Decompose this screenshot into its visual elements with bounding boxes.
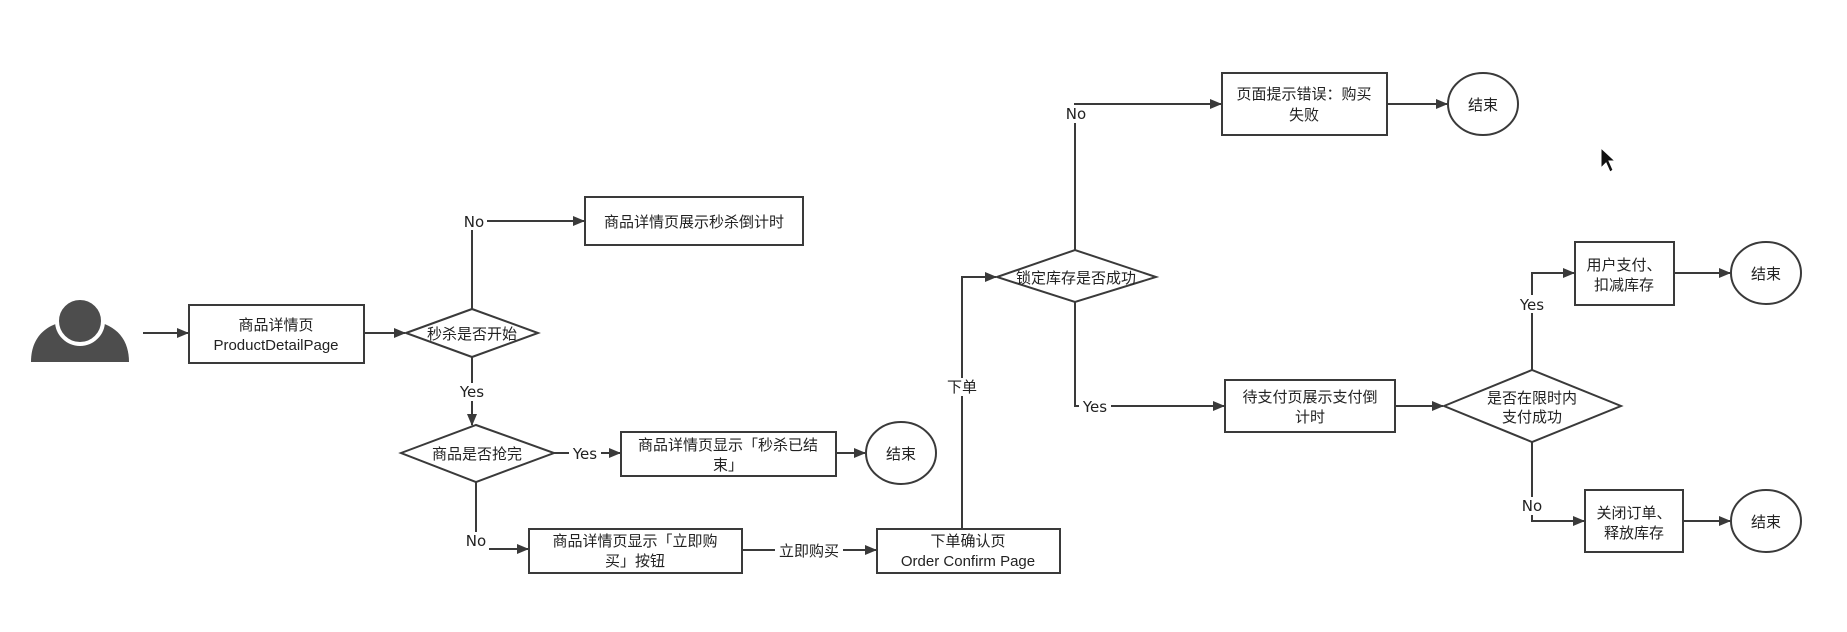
node-product-detail: 商品详情页 ProductDetailPage [188, 304, 365, 364]
node-product-detail-line1: 商品详情页 [238, 316, 313, 334]
mouse-cursor-icon [1600, 146, 1617, 173]
node-end-2-text: 结束 [1468, 96, 1498, 114]
decision-seckill-started-text: 秒杀是否开始 [427, 325, 517, 343]
decision-sold-out: 商品是否抢完 [398, 423, 557, 484]
node-close-order-line1: 关闭订单、 [1596, 504, 1671, 522]
node-end-2: 结束 [1447, 72, 1519, 136]
node-show-buy-button-line2: 买」按钮 [605, 552, 665, 570]
edge-place-order [961, 272, 997, 529]
node-end-4: 结束 [1730, 489, 1802, 553]
node-pending-payment: 待支付页展示支付倒 计时 [1224, 379, 1396, 433]
node-user-pays: 用户支付、 扣减库存 [1574, 241, 1675, 306]
node-pending-payment-line1: 待支付页展示支付倒 [1242, 388, 1377, 406]
node-error-page-line1: 页面提示错误：购买 [1236, 85, 1371, 103]
node-show-ended: 商品详情页显示「秒杀已结 束」 [620, 431, 837, 477]
node-show-countdown-text: 商品详情页展示秒杀倒计时 [604, 213, 784, 231]
node-end-1-text: 结束 [886, 445, 916, 463]
decision-lock-stock: 锁定库存是否成功 [993, 248, 1160, 304]
edge-label-lock-no: No [1066, 105, 1086, 123]
edge-label-started-no: No [464, 213, 484, 231]
edge-label-lock-yes: Yes [1082, 398, 1107, 416]
edges [143, 99, 1731, 555]
edge-started-no [471, 216, 585, 309]
decision-sold-out-text: 商品是否抢完 [432, 445, 522, 463]
node-show-ended-line2: 束」 [713, 456, 743, 474]
edge-label-paid-yes: Yes [1519, 296, 1544, 314]
user-icon [31, 296, 129, 362]
node-pending-payment-line2: 计时 [1295, 408, 1325, 426]
node-end-4-text: 结束 [1751, 513, 1781, 531]
node-show-ended-line1: 商品详情页显示「秒杀已结 [638, 436, 818, 454]
node-order-confirm: 下单确认页 Order Confirm Page [876, 528, 1061, 574]
node-end-3: 结束 [1730, 241, 1802, 305]
edge-label-place-order: 下单 [947, 378, 977, 396]
node-user-pays-line1: 用户支付、 [1586, 256, 1661, 274]
edge-labels: No Yes Yes No 立即购买 下单 No Yes Yes No [456, 105, 1548, 560]
decision-lock-stock-text: 锁定库存是否成功 [1016, 269, 1136, 287]
node-end-1: 结束 [865, 421, 937, 485]
edge-label-started-yes: Yes [459, 383, 484, 401]
node-error-page-line2: 失败 [1289, 106, 1319, 124]
node-order-confirm-line1: 下单确认页 [930, 532, 1005, 550]
edge-label-paid-no: No [1522, 497, 1542, 515]
edge-lock-yes [1074, 302, 1225, 411]
node-close-order: 关闭订单、 释放库存 [1584, 489, 1684, 553]
node-product-detail-line2: ProductDetailPage [213, 337, 338, 354]
node-end-3-text: 结束 [1751, 265, 1781, 283]
decision-seckill-started: 秒杀是否开始 [403, 307, 541, 359]
node-close-order-line2: 释放库存 [1604, 524, 1664, 542]
decision-paid-in-time-line1: 是否在限时内 [1487, 389, 1577, 407]
node-show-buy-button: 商品详情页显示「立即购 买」按钮 [528, 528, 743, 574]
edge-label-sold-out-yes: Yes [572, 445, 597, 463]
node-order-confirm-line2: Order Confirm Page [901, 553, 1035, 570]
edge-label-sold-out-no: No [466, 532, 486, 550]
edge-lock-no [1074, 99, 1222, 250]
node-error-page: 页面提示错误：购买 失败 [1221, 72, 1388, 136]
edge-label-buy-now: 立即购买 [779, 542, 839, 560]
edge-paid-no [1531, 442, 1585, 526]
edge-paid-yes [1531, 268, 1575, 370]
node-show-buy-button-line1: 商品详情页显示「立即购 [552, 532, 717, 550]
node-show-countdown: 商品详情页展示秒杀倒计时 [584, 196, 804, 246]
decision-paid-in-time-line2: 支付成功 [1502, 408, 1562, 426]
decision-paid-in-time: 是否在限时内 支付成功 [1441, 368, 1624, 444]
node-user-pays-line2: 扣减库存 [1594, 276, 1654, 294]
